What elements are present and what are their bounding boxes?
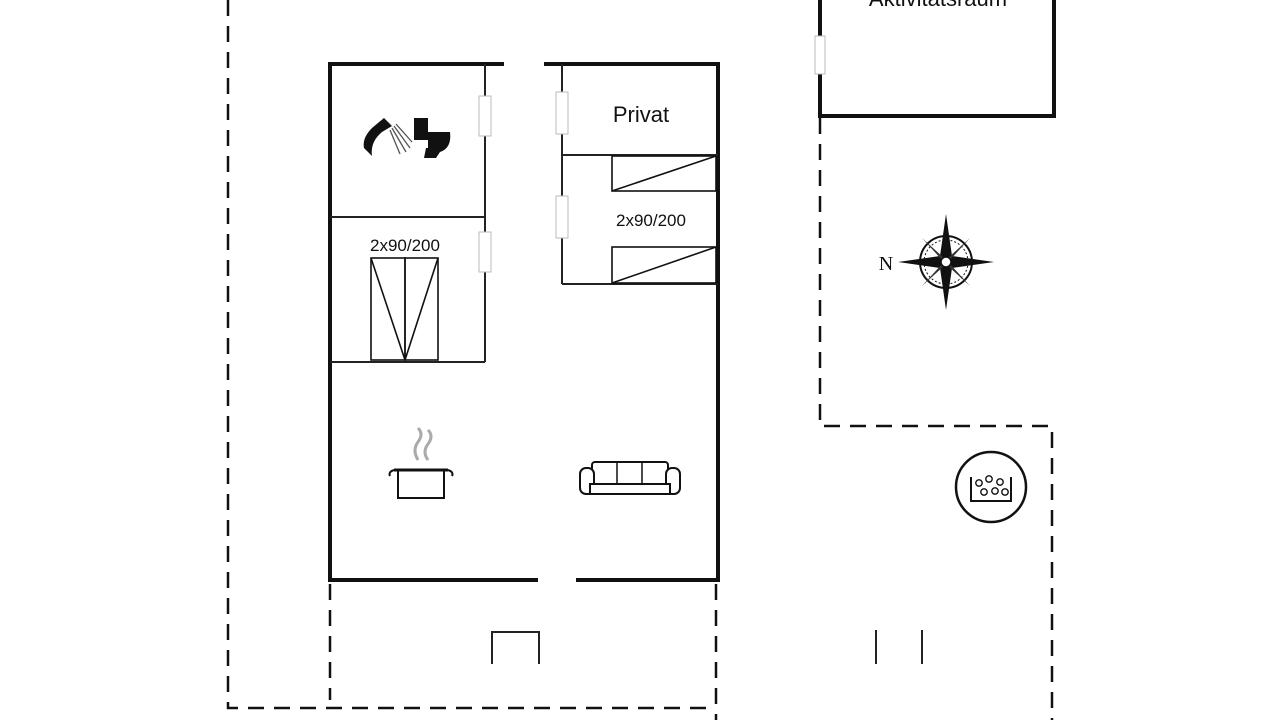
terrace-boundary-left — [226, 0, 718, 720]
sofa-icon — [579, 461, 681, 495]
cooking-pot-icon — [388, 426, 454, 499]
activity-room: Aktivitätsraum — [814, 0, 1056, 118]
porch-step — [491, 631, 540, 664]
interior-doors — [478, 91, 569, 273]
bedroom-left-door — [478, 231, 492, 273]
private-room-door — [555, 91, 569, 135]
terrace-boundary-right — [818, 118, 1054, 720]
activity-room-door — [814, 35, 826, 75]
activity-room-label: Aktivitätsraum — [869, 0, 1007, 11]
bedroom-left: 2x90/200 — [370, 236, 440, 361]
toilet-icon — [414, 118, 451, 158]
bathroom-door — [478, 95, 492, 137]
bedroom-right-door — [555, 195, 569, 239]
hot-tub-icon — [954, 450, 1028, 524]
house-outer-walls — [328, 62, 720, 582]
bed-size-label-left: 2x90/200 — [370, 236, 440, 255]
right-terrace-marker — [875, 630, 923, 664]
compass-north-label: N — [879, 253, 893, 275]
private-room-label: Privat — [613, 102, 669, 127]
bed-size-label-right: 2x90/200 — [616, 211, 686, 230]
bedroom-right: 2x90/200 — [611, 155, 717, 284]
bed-icon — [611, 155, 717, 284]
shower-icon — [363, 118, 413, 156]
bed-icon — [370, 257, 439, 361]
compass-rose-icon — [898, 214, 994, 310]
